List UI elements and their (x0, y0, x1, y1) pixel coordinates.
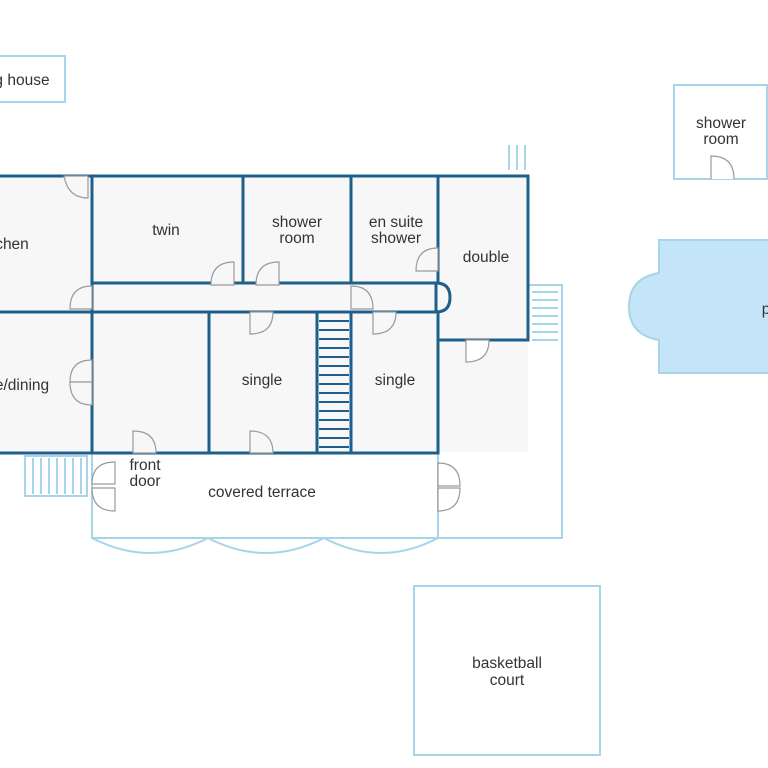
door-terrace-right-upper (437, 462, 461, 487)
basketball-court (413, 585, 601, 756)
terrace-arch-3 (323, 537, 439, 554)
label-double: double (463, 249, 510, 266)
label-shower-line1: shower (272, 214, 322, 231)
label-pool: p (762, 301, 768, 318)
label-basketball-line2: court (490, 672, 525, 689)
hallway (90, 281, 440, 314)
label-pool-shower-line2: room (703, 131, 738, 148)
door-single-right (372, 311, 397, 335)
door-single-left-bottom (249, 430, 274, 454)
door-terrace-left-upper (91, 461, 116, 485)
hallway-end (434, 281, 452, 314)
door-kitchen-top (63, 175, 89, 199)
top-steps (508, 145, 526, 170)
door-terrace-left-lower (91, 487, 116, 512)
label-basketball-line1: basketball (472, 655, 542, 672)
label-en-suite-line1: en suite (369, 214, 423, 231)
terrace-arch-1 (91, 537, 209, 554)
stair-treads (319, 320, 349, 448)
door-twin (210, 261, 235, 286)
outbuilding-outline (0, 55, 66, 103)
label-covered-terrace: covered terrace (208, 484, 316, 501)
room-double (436, 174, 530, 342)
outbuilding-label: g house (0, 72, 50, 89)
door-terrace-right-lower (437, 487, 461, 512)
door-single-left-top (249, 311, 274, 335)
label-front-door-line1: front (129, 457, 161, 474)
side-terrace-outline (438, 284, 563, 539)
label-front-door-line2: door (129, 473, 160, 490)
left-steps (24, 455, 88, 497)
door-pool-shower (710, 155, 735, 180)
label-pool-shower-line1: shower (696, 115, 746, 132)
door-shower (255, 261, 280, 286)
label-shower-line2: room (279, 230, 314, 247)
label-single-left: single (242, 372, 283, 389)
pool (627, 239, 768, 374)
label-twin: twin (152, 222, 180, 239)
right-steps (532, 291, 558, 341)
stairs (315, 310, 353, 455)
label-single-right: single (375, 372, 416, 389)
door-en-suite (415, 247, 439, 272)
room-single-left (207, 310, 319, 455)
label-en-suite-line2: shower (371, 230, 421, 247)
door-double-bottom (465, 339, 490, 363)
door-kitchen-hall (69, 285, 93, 310)
label-living-dining: e/dining (0, 377, 49, 394)
door-hall-landing (350, 285, 374, 310)
label-kitchen: chen (0, 236, 29, 253)
room-single-right (349, 310, 440, 455)
room-entry (90, 310, 211, 455)
terrace-arch-2 (207, 537, 325, 554)
door-living-lower (69, 381, 93, 406)
room-twin (90, 174, 245, 285)
room-shower (241, 174, 353, 285)
door-front (132, 430, 157, 454)
room-kitchen (0, 174, 94, 314)
